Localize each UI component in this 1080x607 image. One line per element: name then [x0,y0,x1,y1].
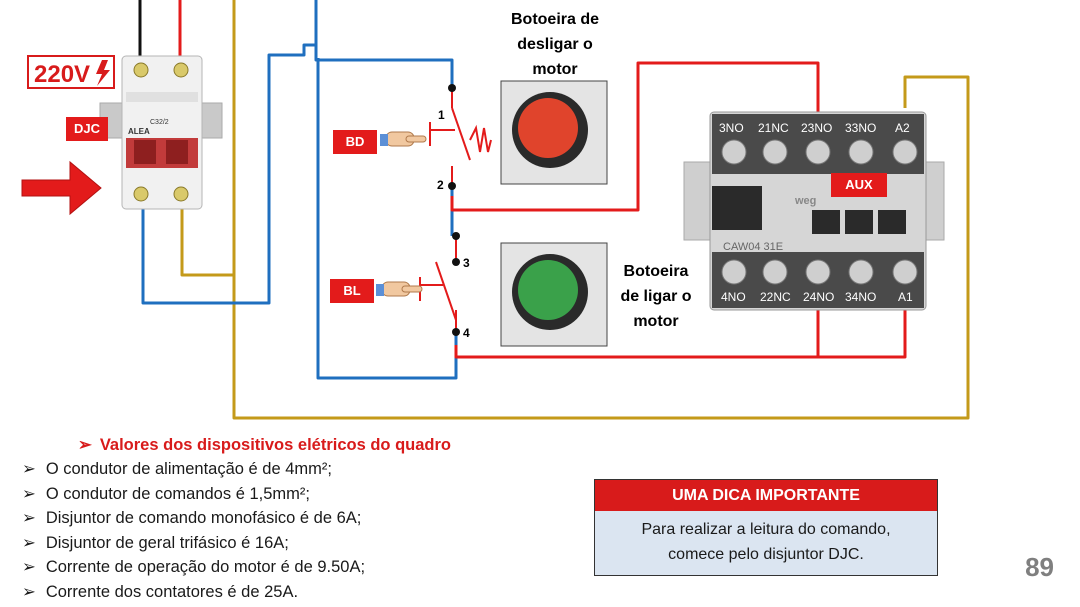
gold-wire-loop [232,0,970,420]
bl-top-dot [452,232,460,240]
contactor-aux: CAW04 31E weg [709,111,927,311]
values-heading-text: Valores dos dispositivos elétricos do qu… [99,436,452,454]
voltage-label: 220V [34,61,90,88]
terminal-4-dot [452,328,460,336]
on-pushbutton [500,242,608,347]
terminal-33no: 33NO [845,121,877,135]
bl-switch [419,236,457,332]
terminal-a1: A1 [898,290,913,304]
terminal-3-label: 3 [463,256,470,270]
off-title-line: desligar o [517,36,593,53]
bullet-arrow-icon: ➢ [22,558,36,576]
tip-line: Para realizar a leitura do comando, [641,521,891,538]
list-item: ➢ O condutor de alimentação é de 4mm²; [22,457,451,482]
lightning-icon [96,60,110,86]
bullet-arrow-icon: ➢ [22,484,36,503]
terminal-24no: 24NO [803,290,835,304]
bullet-arrow-icon: ➢ [22,509,36,527]
bullet-arrow-icon: ➢ [22,533,36,552]
on-button-title: Botoeira de ligar o motor [603,259,709,334]
terminal-3no: 3NO [719,121,744,135]
bl-tag: BL [330,279,374,303]
off-title-line: Botoeira de [510,11,599,28]
terminal-1-dot [448,84,456,92]
terminal-4no: 4NO [721,290,746,304]
bullet-arrow-icon: ➢ [22,460,36,478]
breaker-brand: ALEA [128,127,150,136]
red-wire-24no-a1 [454,285,820,359]
list-item-text: O condutor de comandos é 1,5mm²; [45,484,310,503]
red-wire-23no [450,61,820,212]
off-button-title: Botoeira de desligar o motor [495,7,615,82]
off-pushbutton [500,80,608,185]
tip-line: comece pelo disjuntor DJC. [668,546,864,563]
terminal-3-dot [452,258,460,266]
values-list: ➢ Valores dos dispositivos elétricos do q… [22,433,451,604]
blue-wire-breaker [141,0,318,305]
breaker-djc: C32/2 ALEA [121,55,203,210]
list-item-text: Corrente dos contatores é de 25A. [45,582,299,601]
off-title-line: motor [532,61,578,78]
hand-pointer-bd-icon [380,131,427,147]
bd-tag: BD [333,130,377,154]
list-item-text: Disjuntor de geral trifásico é 16A; [45,533,289,552]
list-item: ➢ Disjuntor de geral trifásico é 16A; [22,531,451,556]
terminal-1-label: 1 [438,108,445,122]
blue-wire-return [316,58,458,380]
page-number: 89 [1025,552,1054,582]
tip-box: UMA DICA IMPORTANTE Para realizar a leit… [594,479,938,576]
hand-pointer-bl-icon [376,281,423,297]
terminal-34no: 34NO [845,290,877,304]
bd-switch [429,88,492,186]
list-item: ➢ Corrente dos contatores é de 25A. [22,580,451,605]
breaker-model: C32/2 [150,119,169,126]
values-heading: ➢ Valores dos dispositivos elétricos do q… [78,433,451,457]
list-item-text: Corrente de operação do motor é de 9.50A… [45,558,366,576]
terminal-a2: A2 [895,121,910,135]
wiring-diagram: C32/2 ALEA 220V [21,0,970,420]
terminal-2-dot [448,182,456,190]
blue-wire-to-bd [314,45,454,88]
terminal-22nc: 22NC [760,290,791,304]
contactor-model: CAW04 31E [723,241,783,253]
tip-title: UMA DICA IMPORTANTE [595,480,937,511]
red-arrow-icon [21,160,102,216]
terminal-23no: 23NO [801,121,833,135]
terminal-4-label: 4 [463,326,470,340]
contactor-brand: weg [794,195,816,207]
heading-arrow-icon: ➢ [78,436,92,454]
list-item-text: O condutor de alimentação é de 4mm²; [45,460,332,478]
tip-body: Para realizar a leitura do comando, come… [595,511,937,575]
list-item-text: Disjuntor de comando monofásico é de 6A; [45,509,362,527]
gold-wire-breaker [180,208,234,277]
terminal-2-label: 2 [437,178,444,192]
bullet-arrow-icon: ➢ [22,582,36,601]
list-item: ➢ Disjuntor de comando monofásico é de 6A… [22,506,451,531]
list-item: ➢ O condutor de comandos é 1,5mm²; [22,482,451,507]
list-item: ➢ Corrente de operação do motor é de 9.50… [22,555,451,580]
on-title-line: motor [633,313,679,330]
djc-tag: DJC [66,117,108,141]
on-title-line: de ligar o [620,288,692,305]
terminal-21nc: 21NC [758,121,789,135]
on-title-line: Botoeira [623,263,689,280]
aux-tag: AUX [831,173,887,197]
